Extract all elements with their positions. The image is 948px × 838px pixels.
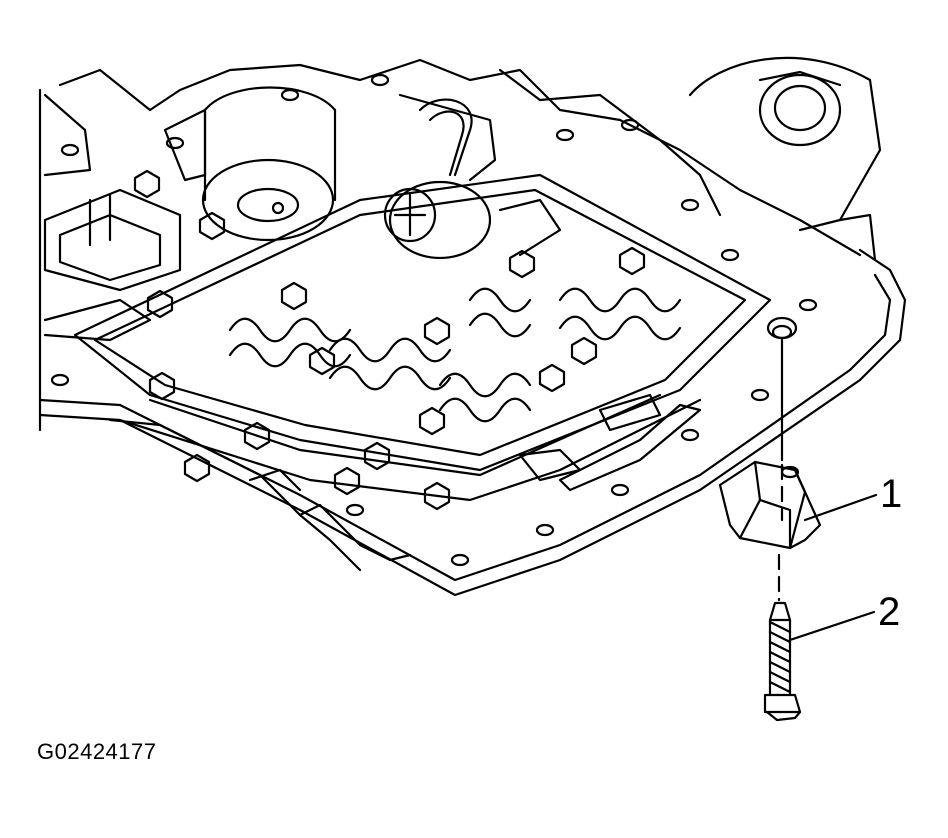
installation-centerline xyxy=(766,316,798,602)
lower-casting-details xyxy=(108,418,412,572)
callout-number-1: 1 xyxy=(880,472,903,516)
callout-number-2: 2 xyxy=(878,590,901,634)
callout-leader-lines xyxy=(788,493,878,642)
bolt-part xyxy=(763,601,802,722)
valve-body-bolts xyxy=(133,169,646,511)
wiring-connector xyxy=(43,188,182,342)
solenoid-assembly xyxy=(163,86,562,260)
pan-rail-holes xyxy=(50,73,818,567)
leader-line-1 xyxy=(803,493,878,522)
figure-id-label: G02424177 xyxy=(37,739,157,764)
leader-line-2 xyxy=(788,610,876,642)
bracket-part xyxy=(718,460,822,550)
housing-upper-right xyxy=(688,56,882,262)
spool-valves xyxy=(228,287,682,423)
